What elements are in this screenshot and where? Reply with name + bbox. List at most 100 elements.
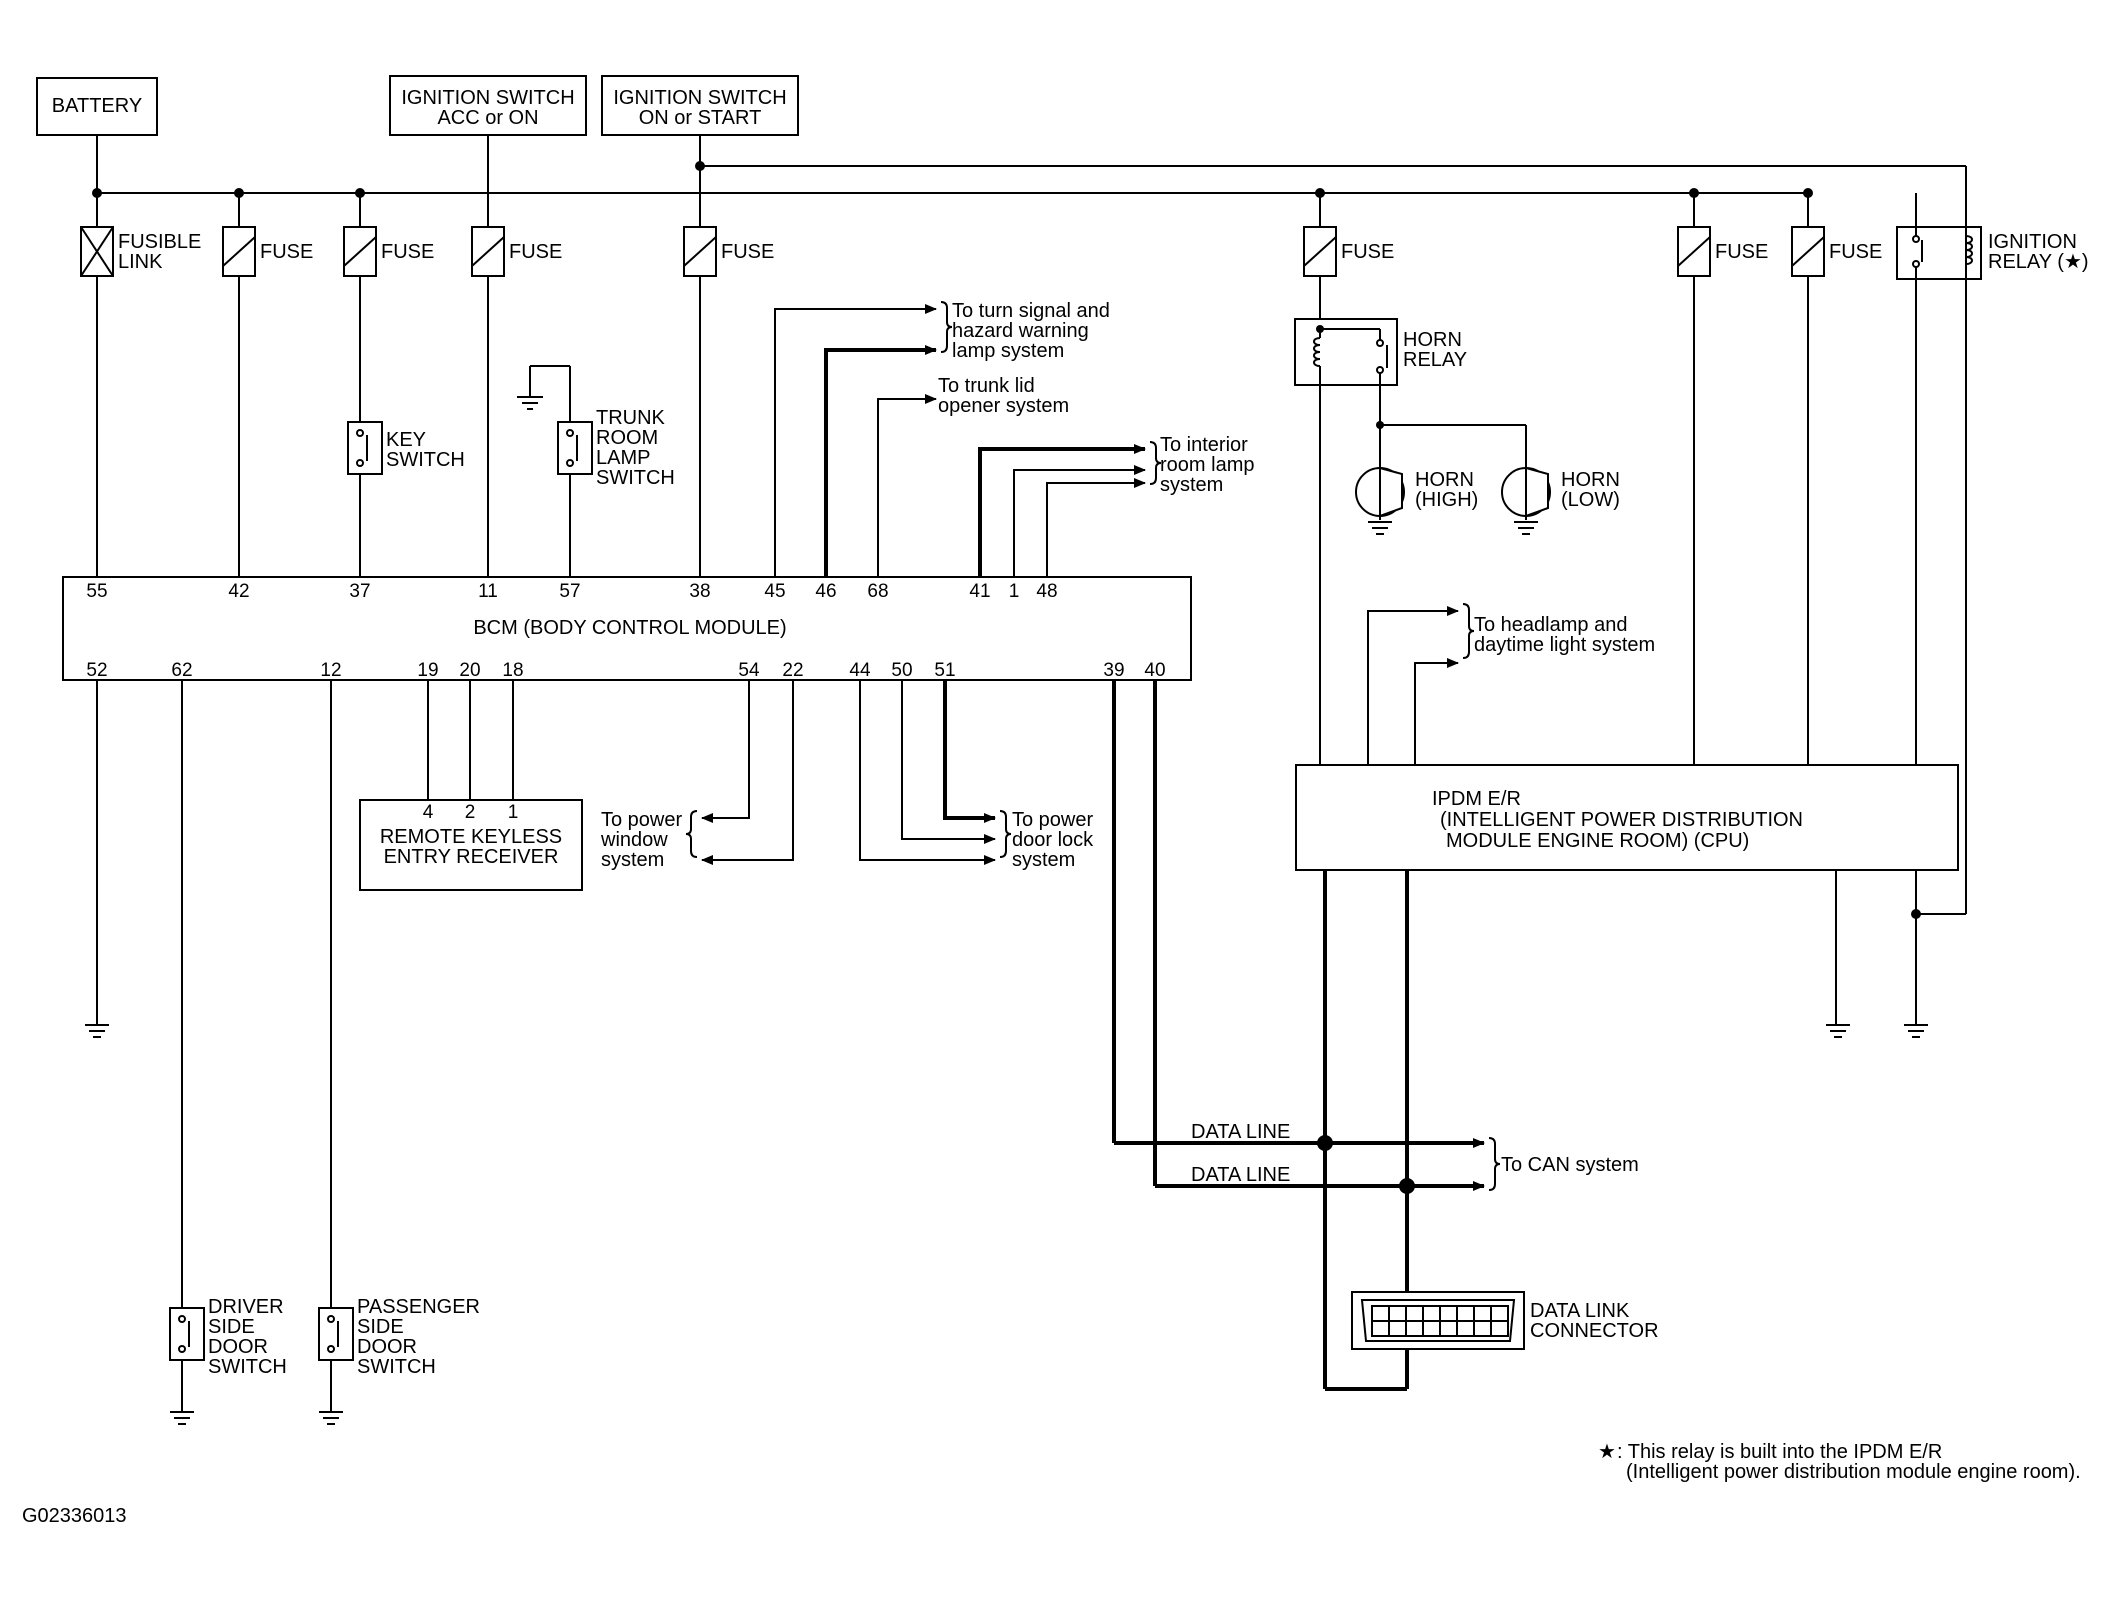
pin-label: 4: [423, 802, 434, 823]
can-label: To CAN system: [1501, 1154, 1639, 1176]
pin-label: 19: [417, 660, 438, 681]
trunk-opener-label-2: opener system: [938, 395, 1069, 417]
ignition-relay-label-1: IGNITION: [1988, 231, 2077, 253]
fuse-37: FUSE: [343, 193, 434, 277]
fuse-label: FUSE: [1715, 241, 1768, 263]
ipdm-label-2: (INTELLIGENT POWER DISTRIBUTION: [1440, 809, 1803, 831]
data-link-connector: DATA LINK CONNECTOR: [1351, 1291, 1659, 1350]
trunk-switch-label-1: TRUNK: [596, 407, 666, 429]
bcm-bottom-wires: [96, 680, 996, 1308]
pin-label: 42: [228, 581, 249, 602]
fusible-link: FUSIBLE LINK: [80, 193, 201, 277]
power-door-lock-destination: To power door lock system: [999, 809, 1094, 871]
horn-high-label-1: HORN: [1415, 469, 1474, 491]
door-label-2: door lock: [1012, 829, 1094, 851]
key-switch: KEY SWITCH: [347, 276, 465, 577]
trunk-switch-label-4: SWITCH: [596, 467, 675, 489]
passenger-switch-label-1: PASSENGER: [357, 1296, 480, 1318]
fusible-label-1: FUSIBLE: [118, 231, 201, 253]
turn-signal-destination: To turn signal and hazard warning lamp s…: [940, 300, 1110, 362]
ignition-relay: IGNITION RELAY (★): [1896, 193, 2089, 767]
power-window-destination: To power window system: [600, 809, 698, 871]
pin-label: 37: [349, 581, 370, 602]
horn-relay-label-1: HORN: [1403, 329, 1462, 351]
headlamp-label-1: To headlamp and: [1474, 614, 1627, 636]
ignition-acc-label-1: IGNITION SWITCH: [401, 87, 574, 109]
horn-low-label-1: HORN: [1561, 469, 1620, 491]
horn-high: HORN (HIGH): [1355, 466, 1478, 535]
remote-keyless-receiver: 4 2 1 REMOTE KEYLESS ENTRY RECEIVER: [359, 799, 583, 891]
horn-low: HORN (LOW): [1501, 466, 1620, 535]
driver-switch-label-4: SWITCH: [208, 1356, 287, 1378]
pin-label: 2: [465, 802, 476, 823]
headlamp-label-2: daytime light system: [1474, 634, 1655, 656]
bcm-bottom-pin-labels: 52 62 12 19 20 18 54 22 44 50 51 39 40: [86, 660, 1165, 681]
driver-switch-label-1: DRIVER: [208, 1296, 284, 1318]
headlamp-destination: To headlamp and daytime light system: [1462, 603, 1655, 659]
fuse-ipdm-2: FUSE: [1791, 193, 1882, 277]
dlc-pin-grid: [1371, 1305, 1509, 1337]
trunk-room-lamp-switch: TRUNK ROOM LAMP SWITCH: [517, 365, 675, 577]
pin-label: 68: [867, 581, 888, 602]
fuse-label: FUSE: [381, 241, 434, 263]
ipdm-wiring: [1367, 276, 1966, 1025]
pin-label: 38: [689, 581, 710, 602]
fuse-label: FUSE: [260, 241, 313, 263]
ignition-acc-label-2: ACC or ON: [437, 107, 538, 129]
dlc-label-2: CONNECTOR: [1530, 1320, 1659, 1342]
fuse-label: FUSE: [509, 241, 562, 263]
passenger-side-door-switch: PASSENGER SIDE DOOR SWITCH: [318, 1296, 480, 1412]
footnote-line-2: (Intelligent power distribution module e…: [1626, 1461, 2081, 1483]
bcm-module: BCM (BODY CONTROL MODULE) 55 42 37 11 57…: [62, 576, 1192, 681]
ipdm-label-1: IPDM E/R: [1432, 788, 1521, 810]
bcm-top-wires: [96, 276, 1146, 577]
key-switch-label-1: KEY: [386, 429, 426, 451]
turn-label-3: lamp system: [952, 340, 1064, 362]
battery-box: BATTERY: [36, 77, 158, 136]
pin-label: 1: [1009, 581, 1020, 602]
pin-label: 51: [934, 660, 955, 681]
pin-label: 44: [849, 660, 871, 681]
turn-label-2: hazard warning: [952, 320, 1089, 342]
pin-label: 1: [508, 802, 519, 823]
passenger-switch-label-3: DOOR: [357, 1336, 417, 1358]
fuse-label: FUSE: [721, 241, 774, 263]
bcm-title: BCM (BODY CONTROL MODULE): [473, 617, 786, 639]
pin-label: 40: [1144, 660, 1165, 681]
fuse-horn: FUSE: [1303, 193, 1394, 277]
driver-side-door-switch: DRIVER SIDE DOOR SWITCH: [169, 1296, 287, 1412]
window-label-2: window: [600, 829, 668, 851]
ground-icon: [319, 1411, 343, 1425]
driver-switch-label-2: SIDE: [208, 1316, 255, 1338]
ignition-on-label-1: IGNITION SWITCH: [613, 87, 786, 109]
ground-icon: [85, 1024, 109, 1038]
can-destination: To CAN system: [1488, 1137, 1639, 1191]
trunk-opener-label-1: To trunk lid: [938, 375, 1035, 397]
window-label-3: system: [601, 849, 664, 871]
ground-icon: [170, 1411, 194, 1425]
pin-label: 55: [86, 581, 107, 602]
ignition-on-label-2: ON or START: [639, 107, 762, 129]
ground-icon: [1826, 1024, 1850, 1038]
footnote-line-1: : This relay is built into the IPDM E/R: [1617, 1441, 1942, 1463]
figure-id: G02336013: [22, 1505, 127, 1527]
fuse-label: FUSE: [1829, 241, 1882, 263]
dlc-label-1: DATA LINK: [1530, 1300, 1630, 1322]
turn-label-1: To turn signal and: [952, 300, 1110, 322]
data-line-label-b: DATA LINE: [1191, 1164, 1290, 1186]
fuse-42: FUSE: [222, 193, 313, 277]
pin-label: 54: [738, 660, 760, 681]
fusible-label-2: LINK: [118, 251, 163, 273]
data-line-label-a: DATA LINE: [1191, 1121, 1290, 1143]
window-label-1: To power: [601, 809, 682, 831]
ipdm-label-3: MODULE ENGINE ROOM) (CPU): [1446, 830, 1749, 852]
ignition-relay-label-2: RELAY (★): [1988, 251, 2089, 273]
horn-relay-label-2: RELAY: [1403, 349, 1467, 371]
ground-icon: [1904, 1024, 1928, 1038]
pin-label: 46: [815, 581, 836, 602]
trunk-switch-label-3: LAMP: [596, 447, 650, 469]
interior-label-2: room lamp: [1160, 454, 1254, 476]
fuse-38: FUSE: [683, 166, 774, 277]
